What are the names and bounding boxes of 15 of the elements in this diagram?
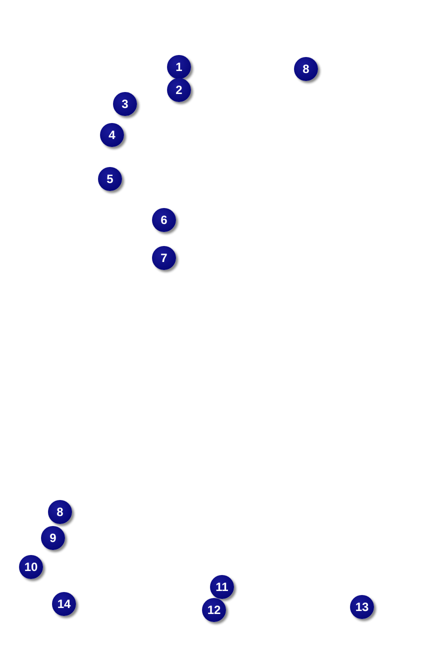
callout-number: 8 [294, 57, 318, 81]
callout-number: 3 [113, 92, 137, 116]
callout-number: 1 [167, 55, 191, 79]
callout-number: 9 [41, 526, 65, 550]
callout-number: 2 [167, 78, 191, 102]
callout-number: 6 [152, 208, 176, 232]
callout-number: 12 [202, 598, 226, 622]
callout-number: 14 [52, 592, 76, 616]
callout-number: 4 [100, 123, 124, 147]
callout-number: 11 [210, 575, 234, 599]
callout-number: 10 [19, 555, 43, 579]
callout-number: 5 [98, 167, 122, 191]
callout-number: 13 [350, 595, 374, 619]
callout-number: 8 [48, 500, 72, 524]
callout-number: 7 [152, 246, 176, 270]
